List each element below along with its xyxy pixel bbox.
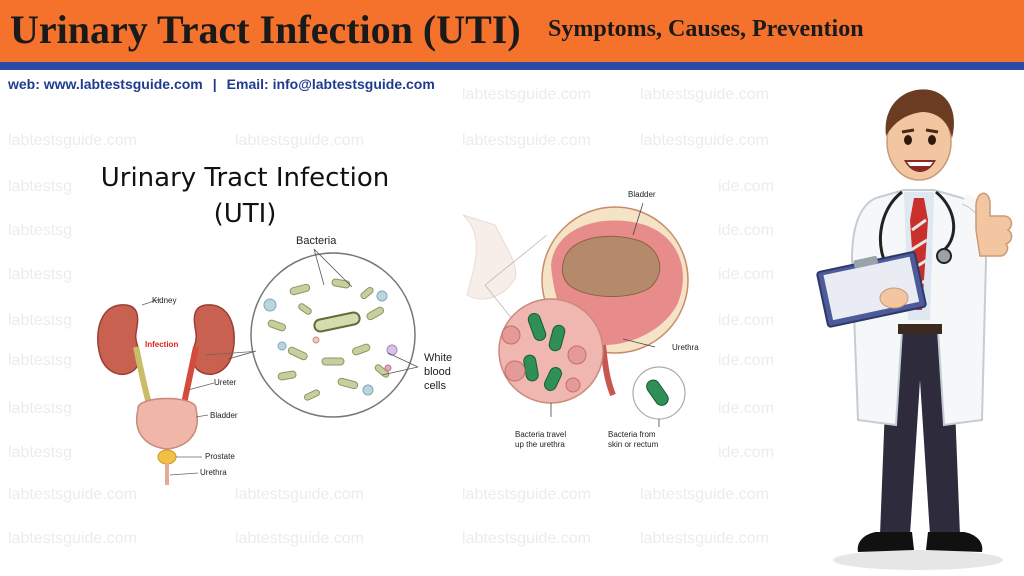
skin-bacterium xyxy=(646,379,669,406)
diagram-title-line2: (UTI) xyxy=(213,199,277,229)
watermark-text: labtestsguide.com xyxy=(8,530,137,547)
label-ureter: Ureter xyxy=(214,378,237,387)
contact-line: web: www.labtestsguide.com | Email: info@l… xyxy=(8,76,435,92)
watermark-text: labtestsguide.com xyxy=(640,132,769,149)
watermark-text: labtestsguide.com xyxy=(462,530,591,547)
label-prostate: Prostate xyxy=(205,452,235,461)
left-kidney xyxy=(97,304,141,375)
watermark-text: labtestsguide.com xyxy=(235,132,364,149)
bacteria-cells xyxy=(267,278,390,401)
website-link[interactable]: web: www.labtestsguide.com xyxy=(8,76,203,92)
watermark-text: labtestsg xyxy=(8,444,73,461)
watermark-text: labtestsg xyxy=(8,400,73,417)
bladder-shape xyxy=(136,397,198,450)
urinary-tract-illustration xyxy=(97,298,261,485)
watermark-text: labtestsguide.com xyxy=(462,132,591,149)
watermark-text: labtestsguide.com xyxy=(235,530,364,547)
label-infection: Infection xyxy=(145,340,179,349)
header-divider xyxy=(0,62,1024,70)
diagram-title-line1: Urinary Tract Infection xyxy=(100,163,390,193)
watermark-text: labtestsg xyxy=(8,222,73,239)
watermark-text: ide.com xyxy=(718,266,775,283)
watermark-text: labtestsg xyxy=(8,352,73,369)
diagram-title: Urinary Tract Infection (UTI) xyxy=(95,160,395,232)
prostate-shape xyxy=(157,449,177,465)
label-wbc-line2: blood xyxy=(424,366,451,378)
page-subtitle: Symptoms, Causes, Prevention xyxy=(548,16,864,42)
watermark-text: ide.com xyxy=(718,352,775,369)
watermark-text: ide.com xyxy=(718,312,775,329)
label-travel-line1: Bacteria travel xyxy=(515,430,567,439)
doctor-illustration xyxy=(816,89,1013,570)
watermark-text: ide.com xyxy=(718,444,775,461)
watermark-text: labtestsguide.com xyxy=(462,86,591,103)
watermark-text: labtestsguide.com xyxy=(640,486,769,503)
watermark-text: labtestsguide.com xyxy=(640,86,769,103)
doctor-left-shoe xyxy=(857,532,914,552)
bacteria-callout-lines xyxy=(227,248,419,376)
label-bladder-right: Bladder xyxy=(628,190,656,199)
label-urethra-right: Urethra xyxy=(672,343,699,352)
white-blood-cells xyxy=(263,290,398,396)
label-bacteria: Bacteria xyxy=(296,235,337,247)
label-from-line1: Bacteria from xyxy=(608,430,656,439)
watermark-text: labtestsg xyxy=(8,312,73,329)
watermark-text: ide.com xyxy=(718,400,775,417)
thumbs-up-icon xyxy=(975,192,1013,257)
doctor-hair xyxy=(885,89,954,138)
body-silhouette xyxy=(462,214,517,300)
doctor-right-shoe xyxy=(926,532,983,552)
doctor-trousers xyxy=(880,330,960,535)
watermark-text: labtestsguide.com xyxy=(462,486,591,503)
label-wbc-line3: cells xyxy=(424,380,447,392)
label-bladder: Bladder xyxy=(210,411,238,420)
email-link[interactable]: Email: info@labtestsguide.com xyxy=(226,76,435,92)
page-title: Urinary Tract Infection (UTI) xyxy=(10,7,521,52)
label-travel-line2: up the urethra xyxy=(515,440,565,449)
watermark-text: ide.com xyxy=(718,178,775,195)
header-banner xyxy=(0,0,1024,62)
watermark-text: labtestsg xyxy=(8,266,73,283)
label-wbc-line1: White xyxy=(424,352,453,364)
bacteria-magnified-view xyxy=(250,252,416,418)
label-from-line2: skin or rectum xyxy=(608,440,659,449)
watermark-text: labtestsguide.com xyxy=(8,132,137,149)
watermark-text: ide.com xyxy=(718,222,775,239)
watermark-text: labtestsguide.com xyxy=(640,530,769,547)
urethra-bacteria xyxy=(523,312,566,391)
contact-separator: | xyxy=(212,76,217,92)
label-kidney: Kidney xyxy=(152,296,177,305)
watermark-text: labtestsg xyxy=(8,178,73,195)
label-urethra: Urethra xyxy=(200,468,227,477)
bladder-cross-section-illustration xyxy=(462,202,689,427)
